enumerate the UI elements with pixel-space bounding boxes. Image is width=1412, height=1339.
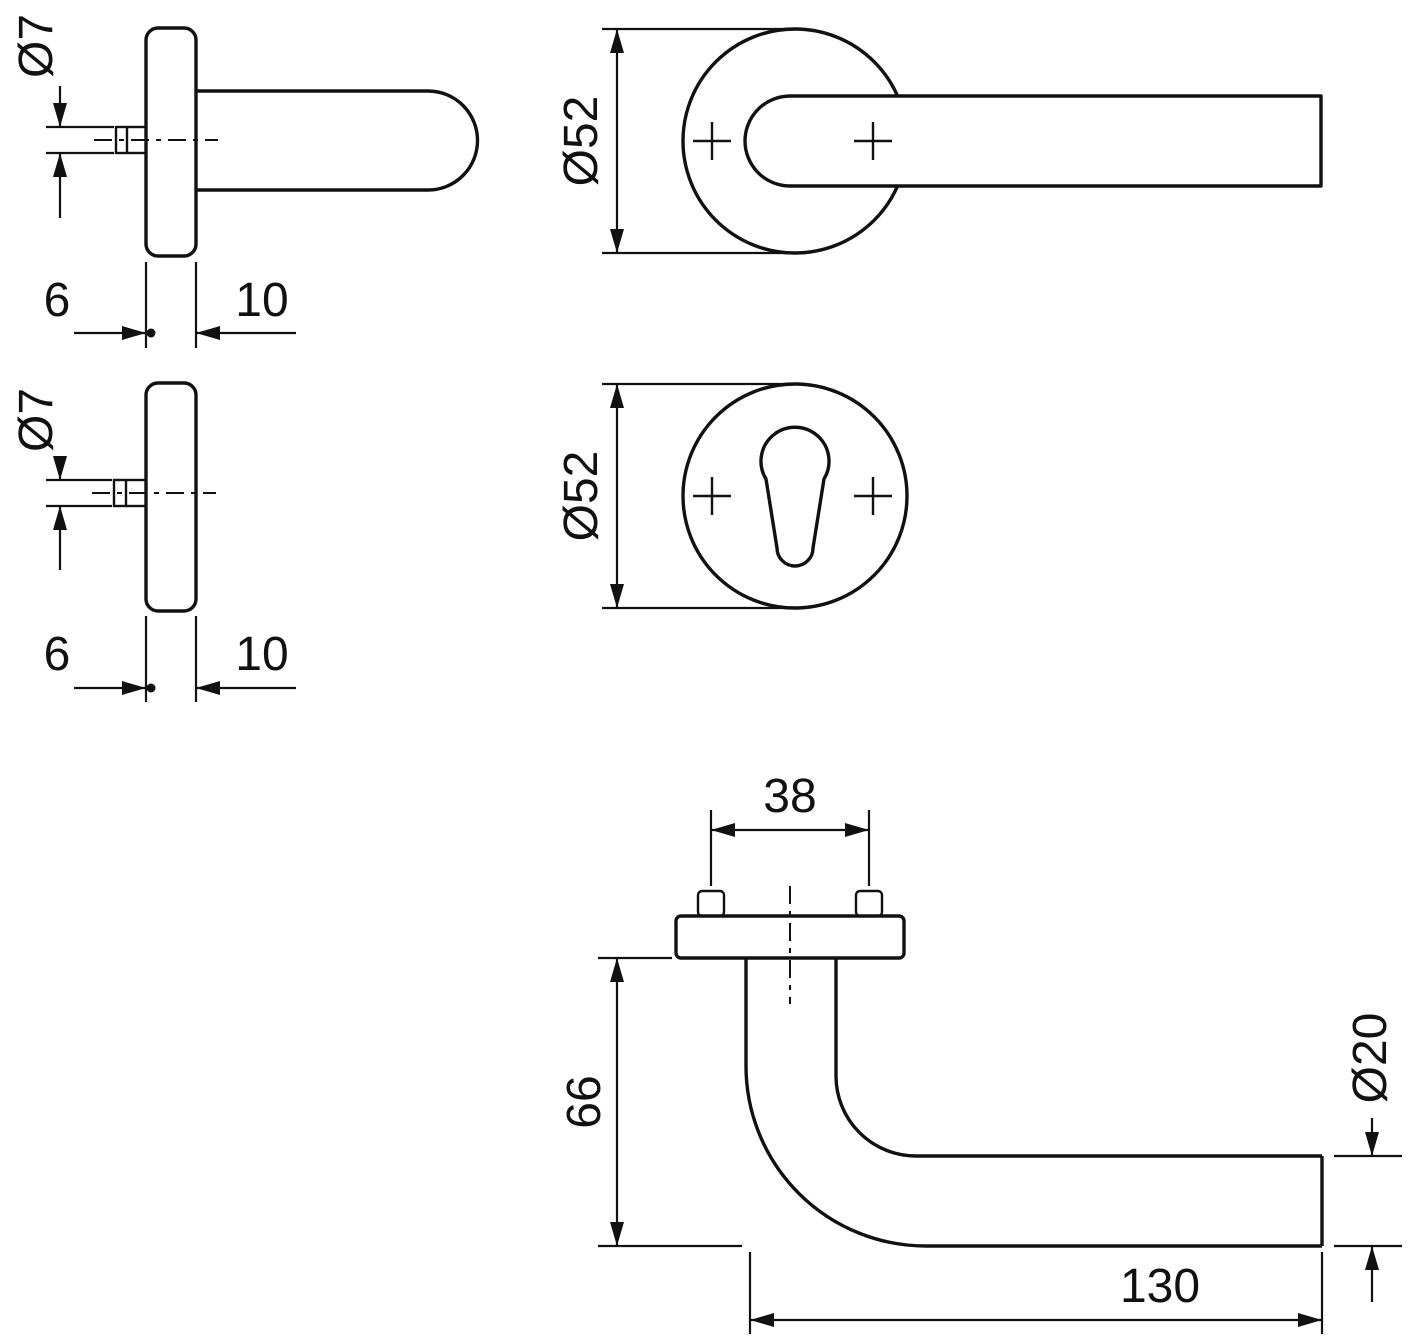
dim-arrow-up bbox=[53, 506, 67, 530]
dim-label-dia7: Ø7 bbox=[10, 14, 63, 78]
dim-arrow-down bbox=[53, 456, 67, 480]
handle-front-view: Ø52 bbox=[555, 27, 1323, 255]
dim-label-10: 10 bbox=[235, 274, 288, 327]
escutcheon-side-view: Ø7 6 10 bbox=[10, 381, 296, 702]
screw-position-cross-left bbox=[693, 477, 731, 515]
lever-side-outline bbox=[196, 89, 480, 192]
dim-label-6: 6 bbox=[44, 274, 71, 327]
lever-inner-edge bbox=[834, 958, 1322, 1158]
dim-label-10: 10 bbox=[235, 628, 288, 681]
dimension-38: 38 bbox=[709, 770, 871, 886]
rose-front-outline bbox=[681, 382, 909, 610]
dim-arrow-right bbox=[122, 326, 146, 340]
dim-arrow-left bbox=[711, 823, 735, 837]
euro-profile-keyhole bbox=[759, 425, 831, 568]
rose-side-outline bbox=[144, 381, 198, 613]
dim-arrow-left bbox=[196, 326, 220, 340]
dim-arrow-up bbox=[610, 29, 624, 53]
dim-arrow-right bbox=[1298, 1313, 1322, 1327]
screw-right bbox=[854, 889, 884, 918]
dim-dot bbox=[146, 683, 156, 693]
dim-arrow-up bbox=[1365, 1246, 1379, 1270]
screw-left bbox=[696, 889, 726, 918]
dimension-6-10: 6 10 bbox=[44, 616, 296, 702]
dimension-6-10: 6 10 bbox=[44, 262, 296, 348]
dim-label-130: 130 bbox=[1120, 1260, 1200, 1313]
dim-label-38: 38 bbox=[763, 770, 816, 823]
dimension-66: 66 bbox=[558, 956, 742, 1248]
dim-arrow-right bbox=[122, 681, 146, 695]
dimension-dia20: Ø20 bbox=[1334, 1013, 1402, 1302]
dim-arrow-down bbox=[610, 229, 624, 253]
dim-dot bbox=[146, 328, 156, 338]
handle-profile-view: 38 66 Ø20 130 bbox=[558, 770, 1402, 1334]
dim-label-dia52: Ø52 bbox=[555, 451, 608, 542]
dim-label-dia52: Ø52 bbox=[555, 96, 608, 187]
dim-label-6: 6 bbox=[44, 628, 71, 681]
handle-side-view: Ø7 6 10 bbox=[10, 14, 480, 348]
screw-position-cross-right bbox=[854, 122, 892, 160]
dim-arrow-up bbox=[610, 958, 624, 982]
dim-label-66: 66 bbox=[558, 1075, 611, 1128]
rose-side-outline bbox=[144, 26, 198, 258]
lever-front-outline bbox=[743, 94, 1323, 188]
dim-label-dia7: Ø7 bbox=[10, 388, 63, 452]
dim-arrow-right bbox=[845, 823, 869, 837]
dimension-dia52: Ø52 bbox=[555, 382, 786, 610]
dim-arrow-left bbox=[196, 681, 220, 695]
dim-arrow-down bbox=[610, 584, 624, 608]
dimension-dia52: Ø52 bbox=[555, 27, 786, 255]
screw-position-cross-left bbox=[693, 122, 731, 160]
dimension-dia7: Ø7 bbox=[10, 388, 112, 570]
dim-arrow-left bbox=[750, 1313, 774, 1327]
dimension-130: 130 bbox=[748, 1252, 1324, 1334]
dim-arrow-down bbox=[610, 1222, 624, 1246]
dim-arrow-down bbox=[1365, 1132, 1379, 1156]
dim-label-dia20: Ø20 bbox=[1344, 1013, 1397, 1104]
dim-arrow-up bbox=[53, 153, 67, 177]
escutcheon-front-view: Ø52 bbox=[555, 382, 909, 610]
dim-arrow-down bbox=[53, 103, 67, 127]
dimension-dia7: Ø7 bbox=[10, 14, 114, 218]
screw-position-cross-right bbox=[854, 477, 892, 515]
lever-outer-edge bbox=[744, 958, 1322, 1248]
dim-arrow-up bbox=[610, 384, 624, 408]
